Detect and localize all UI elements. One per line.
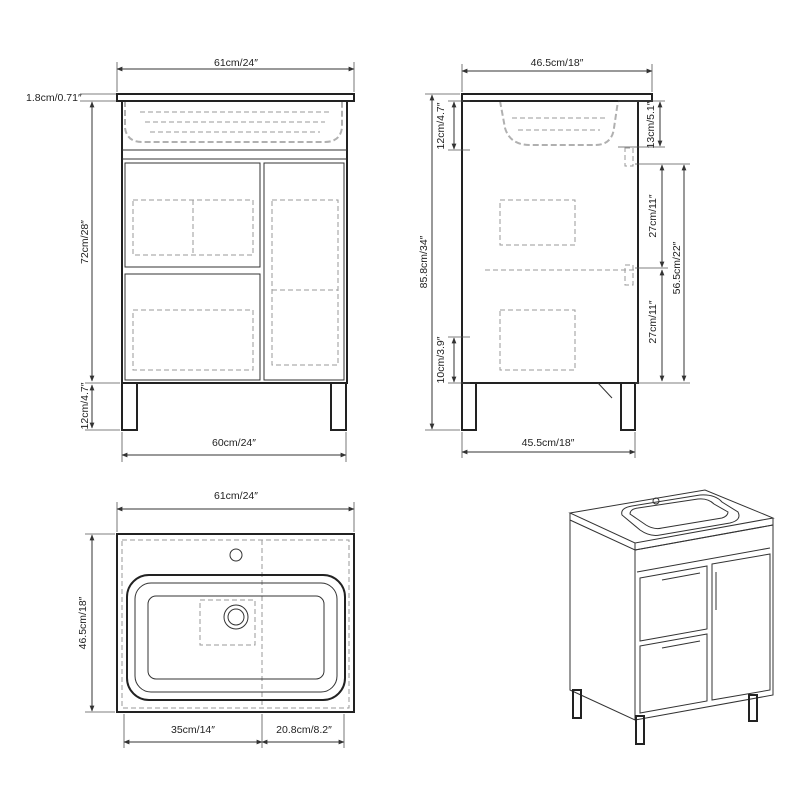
iso-drawer-lower xyxy=(639,633,708,714)
front-top-width-label: 61cm/24″ xyxy=(214,57,258,69)
front-top-thickness-label: 1.8cm/0.71″ xyxy=(26,92,82,104)
drain-inner xyxy=(227,608,245,626)
front-countertop xyxy=(116,93,355,102)
drain-outer xyxy=(223,604,249,630)
side-bottom-depth-label: 45.5cm/18″ xyxy=(522,437,575,449)
side-top-depth-label: 46.5cm/18″ xyxy=(531,57,584,69)
front-leg-right xyxy=(330,382,347,431)
front-leg-height-label: 12cm/4.7″ xyxy=(79,382,91,429)
iso-door xyxy=(711,553,771,701)
side-leg-back xyxy=(620,382,636,431)
iso-leg-3 xyxy=(748,694,758,722)
iso-leg-2 xyxy=(635,715,645,745)
side-countertop xyxy=(461,93,653,102)
iso-cabinet-front xyxy=(634,524,774,721)
side-basin-inner-depth-label: 13cm/5.1″ xyxy=(645,101,657,148)
side-basin-depth-label: 12cm/4.7″ xyxy=(435,102,447,149)
iso-cabinet-side xyxy=(569,520,636,721)
iso-basin xyxy=(621,494,740,536)
iso-countertop-top xyxy=(568,489,775,544)
front-drawer-upper xyxy=(124,162,261,268)
front-view: 61cm/24″ 60cm/24″ 1.8cm/0.71″ 72cm/28″ 1… xyxy=(26,57,355,462)
top-countertop xyxy=(116,533,355,713)
front-drawer-lower xyxy=(124,273,261,381)
side-floor-gap-label: 10cm/3.9″ xyxy=(435,336,447,383)
front-door xyxy=(263,162,345,381)
side-view: 46.5cm/18″ 45.5cm/18″ 85.8cm/34″ 12cm/4.… xyxy=(418,57,690,458)
side-sink-outline xyxy=(499,100,619,146)
front-cabinet-body xyxy=(121,100,348,384)
top-view: 61cm/24″ 46.5cm/18″ 35cm/14″ 20.8cm/8.2″ xyxy=(77,490,355,748)
side-cabinet-body xyxy=(461,100,639,384)
top-width-label: 61cm/24″ xyxy=(214,490,258,502)
iso-drawer-upper xyxy=(639,565,708,642)
iso-leg-1 xyxy=(572,689,582,719)
side-drawer-lower-label: 27cm/11″ xyxy=(647,300,659,343)
basin-width-label: 35cm/14″ xyxy=(171,724,215,736)
side-leg-front xyxy=(461,382,477,431)
side-drawer-span-label: 56.5cm/22″ xyxy=(671,241,683,294)
front-sink-outline xyxy=(124,101,343,143)
side-width-label: 20.8cm/8.2″ xyxy=(276,724,332,736)
front-body-height-label: 72cm/28″ xyxy=(79,220,91,264)
top-basin-outer xyxy=(126,574,346,701)
front-bottom-width-label: 60cm/24″ xyxy=(212,437,256,449)
faucet-hole xyxy=(229,548,243,562)
front-leg-left xyxy=(121,382,138,431)
isometric-view xyxy=(568,489,775,745)
iso-faucet-hole xyxy=(652,497,660,505)
top-basin-inner xyxy=(134,582,338,693)
side-drawer-upper-label: 27cm/11″ xyxy=(647,194,659,237)
top-depth-label: 46.5cm/18″ xyxy=(77,596,89,649)
side-total-height-label: 85.8cm/34″ xyxy=(418,235,430,288)
